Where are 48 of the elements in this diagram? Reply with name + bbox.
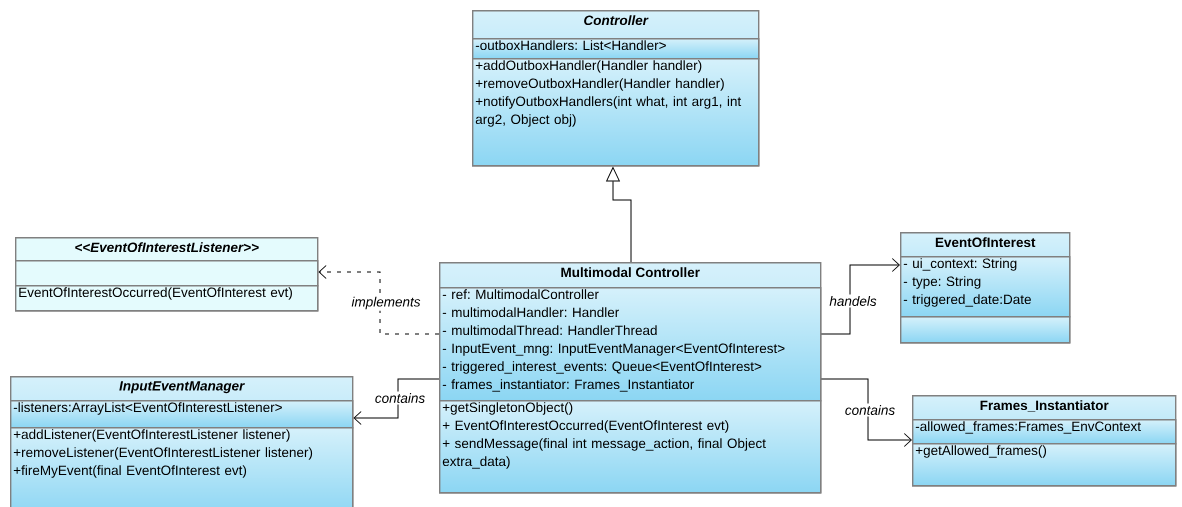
attribute-text: - InputEvent_mng: InputEventManager<EventOfInterest> xyxy=(442,343,785,356)
method-text: +getSingletonObject() xyxy=(442,402,573,415)
attribute-compartment xyxy=(15,260,319,287)
arrow xyxy=(353,378,440,425)
attribute-text: - ui_context: String xyxy=(903,258,1017,271)
edge-label: handels xyxy=(827,294,879,308)
attribute-text: - ref: MultimodalController xyxy=(442,289,599,300)
method-compartment xyxy=(15,285,319,312)
method-compartment xyxy=(912,443,1177,487)
attribute-text: -outboxHandlers: List<Handler> xyxy=(475,40,666,51)
attribute-text: -allowed_frames:Frames_EnvContext xyxy=(915,421,1141,434)
arrow xyxy=(606,167,632,263)
edge-label: implements xyxy=(350,295,422,311)
edge-label: contains xyxy=(373,391,427,405)
method-text: +fireMyEvent(final EventOfInterest evt) xyxy=(13,465,247,478)
attribute-compartment xyxy=(439,287,822,402)
attribute-text: - triggered_date:Date xyxy=(903,294,1031,307)
attribute-text: - triggered_interest_events: Queue<EventOfInterest> xyxy=(442,361,762,374)
method-text: +addOutboxHandler(Handler handler) xyxy=(475,60,702,73)
arrow xyxy=(318,265,440,335)
method-text: +getAllowed_frames() xyxy=(915,445,1047,458)
method-compartment xyxy=(900,316,1071,344)
attribute-text: - type: String xyxy=(903,276,981,289)
attribute-compartment xyxy=(912,419,1177,445)
attribute-text: - multimodalThread: HandlerThread xyxy=(442,325,657,336)
arrow xyxy=(820,378,912,447)
class-name: InputEventManager xyxy=(119,381,245,394)
edge-label: contains xyxy=(843,403,897,417)
method-text: +addListener(EventOfInterestListener listener) xyxy=(13,429,290,442)
class-name: EventOfInterest xyxy=(935,237,1036,248)
class-name: Multimodal Controller xyxy=(561,267,700,278)
method-text: + sendMessage(final int message_action, final Object extra_data) xyxy=(442,438,766,469)
class-name: Frames_Instantiator xyxy=(980,400,1109,412)
attribute-text: - multimodalHandler: Handler xyxy=(442,307,619,318)
attribute-compartment xyxy=(472,38,760,60)
method-text: + EventOfInterestOccurred(EventOfInterest evt) xyxy=(442,420,729,433)
method-text: +notifyOutboxHandlers(int what, int arg1, int arg2, Object obj) xyxy=(475,96,742,127)
method-text: EventOfInterestOccurred(EventOfInterest evt) xyxy=(19,287,292,300)
method-compartment xyxy=(439,400,822,494)
method-text: +removeOutboxHandler(Handler handler) xyxy=(475,78,724,91)
arrow xyxy=(820,258,900,335)
class-name: <<EventOfInterestListener>> xyxy=(75,242,259,253)
class-name: Controller xyxy=(584,15,649,26)
method-text: +removeListener(EventOfInterestListener listener) xyxy=(13,447,313,460)
attribute-compartment xyxy=(10,400,354,429)
attribute-text: -listeners:ArrayList<EventOfInterestListener> xyxy=(13,402,282,415)
method-compartment xyxy=(10,427,354,507)
attribute-text: - frames_instantiator: Frames_Instantiator xyxy=(442,379,695,392)
